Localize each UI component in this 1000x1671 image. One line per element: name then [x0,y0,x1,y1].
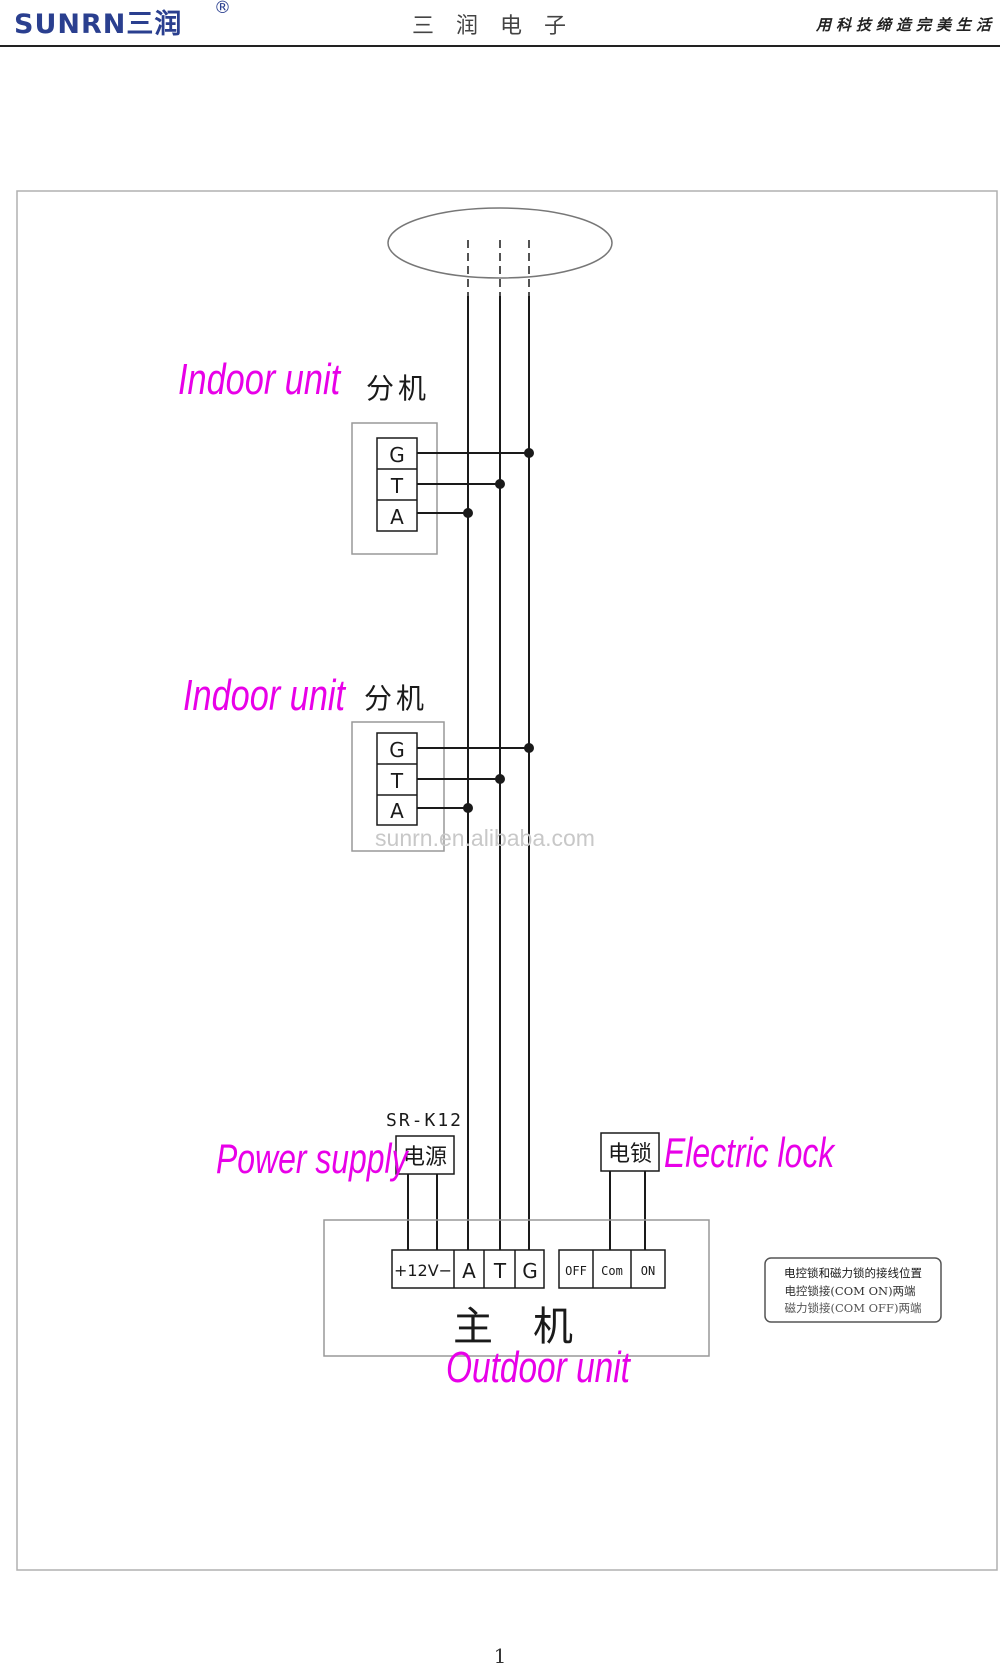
outdoor-main-terminal-block [391,1249,545,1289]
terminal-label-a: A [390,799,404,823]
power-supply: SR-K12 电源 Power supply [216,1110,463,1250]
indoor-unit-1-label-cn: 分机 [366,372,430,405]
electric-lock: 电锁 Electric lock [600,1129,836,1250]
indoor-unit-2-label-en: Indoor unit [183,671,347,720]
indoor-unit-1: Indoor unit 分机 G T A [178,355,534,555]
registered-mark: ® [214,0,232,18]
terminal-label-t: T [390,769,404,793]
page-number: 1 [493,1644,507,1668]
company-name: 三润电子 [411,14,588,39]
junction-dot [463,803,473,813]
electric-lock-label-cn: 电锁 [608,1142,652,1167]
watermark-text: sunrn.en.alibaba.com [375,825,595,851]
page-header: SUNRN三润 ® 三润电子 用科技缔造完美生活 [0,0,1000,48]
junction-dot [495,479,505,489]
indoor-unit-1-label-en: Indoor unit [178,355,342,404]
indoor-unit-2-housing [351,721,445,852]
logo-text: SUNRN三润 [14,9,183,40]
power-supply-label-en: Power supply [216,1135,410,1182]
company-logo: SUNRN三润 ® [14,0,231,41]
terminal-label-g: G [389,443,405,467]
electric-lock-box [600,1132,660,1172]
terminal-label-power: +12V− [394,1261,452,1280]
outdoor-unit-housing [323,1219,710,1357]
outdoor-lock-terminal-block [558,1249,666,1289]
power-supply-box [395,1135,455,1175]
outdoor-unit-label-cn: 主 机 [453,1304,573,1350]
cable-bundle-ellipse [387,207,613,279]
indoor-unit-2-terminal-block [376,732,418,826]
indoor-unit-1-terminal-block [376,437,418,532]
terminal-label-t: T [493,1259,507,1283]
power-supply-label-cn: 电源 [403,1145,447,1170]
company-slogan: 用科技缔造完美生活 [815,16,996,34]
indoor-unit-2-label-cn: 分机 [364,682,428,715]
junction-dot [495,774,505,784]
junction-dot [463,508,473,518]
terminal-label-on: ON [641,1264,655,1278]
terminal-label-com: Com [601,1264,623,1278]
outdoor-unit: +12V− A T G OFF Com ON 主 机 Outdoor unit [323,1219,710,1392]
outdoor-unit-label-en: Outdoor unit [446,1344,632,1392]
terminal-label-g: G [522,1259,538,1283]
note-line-1: 电控锁接(COM ON)两端 [784,1284,915,1298]
junction-dot [524,448,534,458]
junction-dot [524,743,534,753]
power-supply-model: SR-K12 [386,1110,463,1131]
wiring-note: 电控锁和磁力锁的接线位置 电控锁接(COM ON)两端 磁力锁接(COM OFF… [764,1257,942,1323]
terminal-label-g: G [389,738,405,762]
note-title: 电控锁和磁力锁的接线位置 [784,1266,922,1280]
terminal-label-t: T [390,474,404,498]
electric-lock-label-en: Electric lock [664,1129,836,1176]
header-divider [0,45,1000,47]
terminal-label-off: OFF [565,1264,587,1278]
terminal-label-a: A [462,1259,476,1283]
terminal-label-a: A [390,505,404,529]
indoor-unit-1-housing [351,422,438,555]
note-box [764,1257,942,1323]
diagram-frame [16,190,998,1571]
indoor-unit-2: Indoor unit 分机 G T A [183,671,534,852]
note-line-2: 磁力锁接(COM OFF)两端 [784,1301,921,1315]
